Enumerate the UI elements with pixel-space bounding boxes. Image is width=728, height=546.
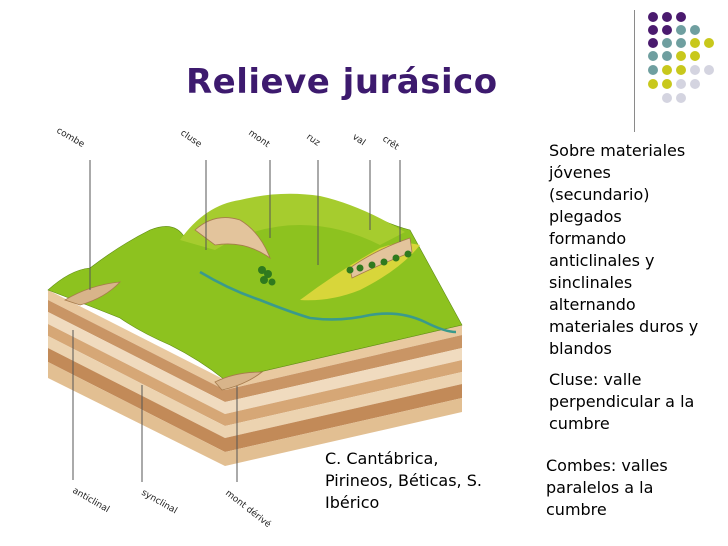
right-strata [225, 325, 462, 466]
label-anticlinal: anticlinal [71, 486, 111, 515]
leader-lines [72, 160, 401, 482]
label-cret: crêt [380, 133, 401, 152]
dot-row-7 [662, 93, 686, 103]
cluse-definition: Cluse: valle perpendicular a la cumbre [549, 370, 695, 433]
decorative-dot-grid [648, 12, 714, 103]
dot-row-4 [648, 51, 700, 61]
dot-row-2 [648, 25, 700, 35]
mont-derive-scarp [214, 371, 264, 391]
front-strata [48, 290, 225, 466]
dot-row-6 [648, 79, 700, 89]
dot-row-3 [648, 38, 714, 48]
label-mont: mont [246, 128, 271, 150]
river [199, 270, 457, 334]
label-ruz: ruz [304, 132, 322, 148]
cret-scarp [349, 237, 413, 279]
slide-title: Relieve jurásico [186, 62, 498, 102]
divider-line [634, 10, 635, 132]
regions-text: C. Cantábrica, Pirineos, Béticas, S. Ibé… [325, 449, 482, 512]
combes-definition: Combes: valles paralelos a la cumbre [546, 456, 668, 519]
label-cluse: cluse [178, 128, 203, 150]
cluse-scarp [194, 217, 271, 260]
label-synclinal: synclinal [140, 488, 179, 516]
combe-scarp [64, 281, 122, 306]
forest-patch [258, 250, 412, 286]
dot-row-5 [648, 65, 714, 75]
label-mont-derive: mont dérivé [223, 488, 273, 531]
dot-row-1 [648, 12, 686, 22]
label-val: val [350, 132, 367, 148]
description-text: Sobre materiales jóvenes (secundario) pl… [549, 141, 699, 358]
label-combe: combe [55, 126, 87, 150]
